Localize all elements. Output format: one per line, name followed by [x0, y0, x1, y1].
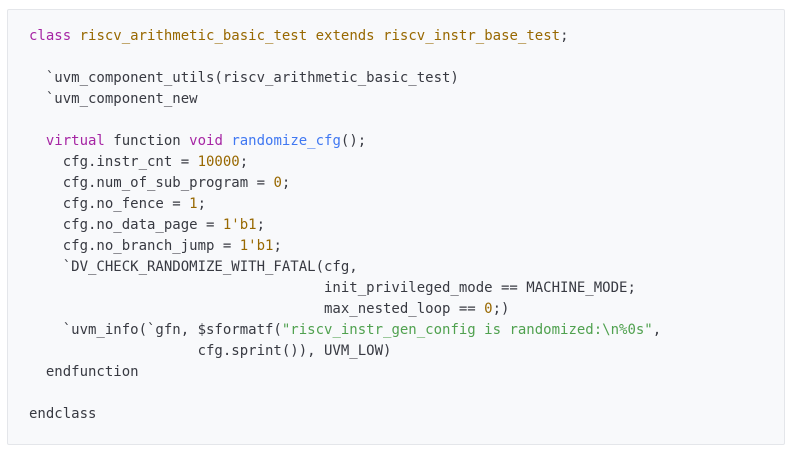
code-token-num: 0	[484, 301, 493, 317]
code-line: max_nested_loop == 0;)	[29, 299, 661, 320]
code-token-pl: cfg.sprint()), UVM_LOW)	[29, 343, 392, 359]
code-token-pl: endfunction	[29, 364, 139, 380]
code-line: `uvm_info(`gfn, $sformatf("riscv_instr_g…	[29, 320, 661, 341]
code-token-pl: cfg.no_data_page =	[29, 217, 223, 233]
code-token-num: 1'b1	[239, 238, 274, 254]
code-token-ty: extends	[315, 28, 375, 44]
code-token-kw: class	[29, 28, 72, 44]
code-token-num: 1'b1	[222, 217, 257, 233]
code-token-pl: ;	[560, 28, 569, 44]
code-token-kw: virtual	[45, 133, 105, 149]
code-token-kw: void	[189, 133, 223, 149]
code-line	[29, 383, 661, 404]
code-token-pl: init_privileged_mode == MACHINE_MODE;	[29, 280, 636, 296]
code-line: cfg.num_of_sub_program = 0;	[29, 173, 661, 194]
code-token-pl: cfg.no_branch_jump =	[29, 238, 240, 254]
code-token-pl	[29, 133, 46, 149]
code-token-pl: cfg.no_fence =	[29, 196, 190, 212]
code-line: cfg.no_fence = 1;	[29, 194, 661, 215]
code-token-ty: riscv_instr_base_test	[383, 28, 561, 44]
code-token-fn: randomize_cfg	[231, 133, 341, 149]
code-line: endfunction	[29, 362, 661, 383]
code-text[interactable]: class riscv_arithmetic_basic_test extend…	[29, 26, 661, 425]
code-token-pl	[375, 28, 383, 44]
code-line: `uvm_component_utils(riscv_arithmetic_ba…	[29, 68, 661, 89]
code-token-pl: ;	[197, 196, 207, 212]
code-token-pl: ;	[256, 217, 266, 233]
code-line: cfg.no_branch_jump = 1'b1;	[29, 236, 661, 257]
code-token-ty: riscv_arithmetic_basic_test	[79, 28, 308, 44]
code-token-pl: cfg.num_of_sub_program =	[29, 175, 274, 191]
code-token-pl: ;)	[492, 301, 510, 317]
code-line: virtual function void randomize_cfg();	[29, 131, 661, 152]
code-line: class riscv_arithmetic_basic_test extend…	[29, 26, 661, 47]
code-token-num: 0	[273, 175, 282, 191]
code-token-str: "riscv_instr_gen_config is randomized:\n…	[281, 322, 653, 338]
code-token-num: 1	[189, 196, 198, 212]
code-token-pl: `uvm_component_new	[29, 91, 198, 107]
code-token-pl: ();	[340, 133, 367, 149]
code-line: cfg.no_data_page = 1'b1;	[29, 215, 661, 236]
code-line	[29, 47, 661, 68]
code-token-num: 10000	[197, 154, 240, 170]
code-token-pl: ;	[273, 238, 282, 254]
code-token-pl: `uvm_info(`gfn, $sformatf(	[29, 322, 282, 338]
code-block: class riscv_arithmetic_basic_test extend…	[7, 9, 785, 445]
code-token-pl: endclass	[29, 406, 97, 422]
code-line	[29, 110, 661, 131]
code-line: init_privileged_mode == MACHINE_MODE;	[29, 278, 661, 299]
code-token-pl: `DV_CHECK_RANDOMIZE_WITH_FATAL(cfg,	[29, 259, 358, 275]
code-token-pl	[307, 28, 315, 44]
code-token-pl: `uvm_component_utils(riscv_arithmetic_ba…	[29, 70, 459, 86]
code-line: `DV_CHECK_RANDOMIZE_WITH_FATAL(cfg,	[29, 257, 661, 278]
code-token-pl: ;	[281, 175, 291, 191]
code-line: cfg.sprint()), UVM_LOW)	[29, 341, 661, 362]
code-line: `uvm_component_new	[29, 89, 661, 110]
code-line: endclass	[29, 404, 661, 425]
code-token-pl: function	[104, 133, 190, 149]
code-token-pl: ,	[652, 322, 662, 338]
code-line: cfg.instr_cnt = 10000;	[29, 152, 661, 173]
code-token-pl: ;	[239, 154, 249, 170]
code-token-pl: max_nested_loop ==	[29, 301, 485, 317]
code-token-pl	[71, 28, 79, 44]
code-token-pl: cfg.instr_cnt =	[29, 154, 198, 170]
